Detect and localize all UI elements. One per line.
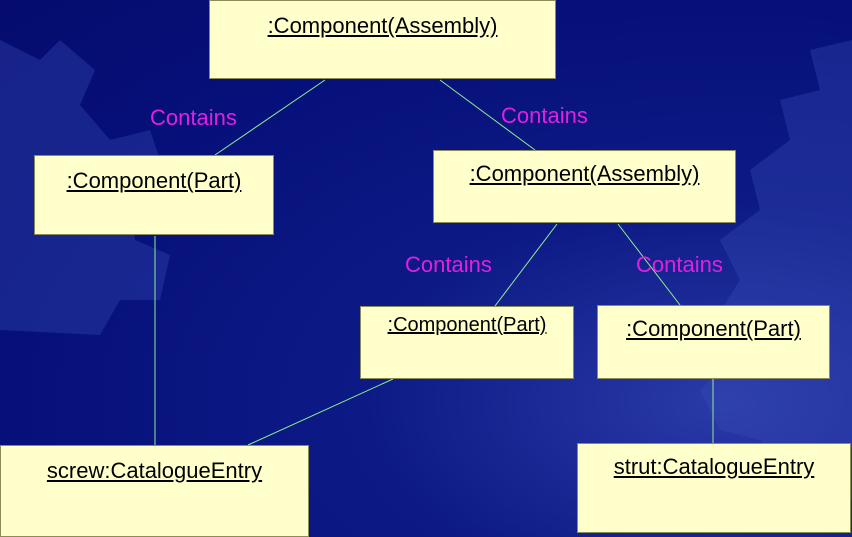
contains-label-root-left: Contains [150, 105, 237, 130]
part-left-box: :Component(Part) [34, 155, 274, 235]
link-root-to-assembly-right [439, 79, 536, 151]
contains-label-assembly-mid: Contains [405, 252, 492, 277]
link-root-to-part-left [214, 79, 326, 156]
screw-catalogue-entry-box: screw:CatalogueEntry [0, 445, 309, 537]
root-assembly-box: :Component(Assembly) [209, 0, 556, 79]
link-assembly-to-part-right [617, 223, 681, 306]
assembly-right-box: :Component(Assembly) [433, 150, 736, 223]
link-assembly-to-part-mid [494, 223, 558, 307]
strut-catalogue-entry-box: strut:CatalogueEntry [577, 443, 851, 533]
link-part-mid-to-screw [247, 378, 394, 446]
contains-label-root-right: Contains [501, 103, 588, 128]
part-right-box: :Component(Part) [597, 305, 830, 379]
contains-label-assembly-right: Contains [636, 252, 723, 277]
part-mid-box: :Component(Part) [360, 306, 574, 379]
gear-right-shape [700, 40, 852, 500]
